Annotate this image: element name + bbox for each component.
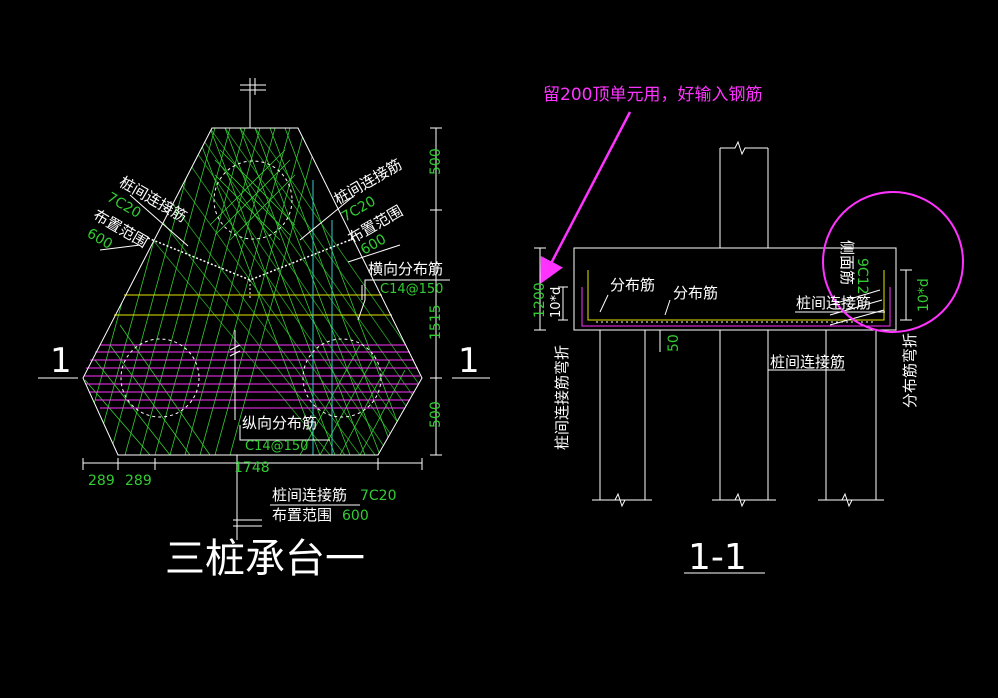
section-title: 1-1 (688, 537, 747, 578)
section-leaders (599, 289, 885, 371)
bottom-dimension-line (82, 458, 423, 470)
dim-right-top: 500 (428, 148, 444, 175)
section-mark-left: 1 (50, 341, 72, 381)
section-connection-bar (581, 287, 891, 327)
label-connect-bottom: 桩间连接筋 (272, 486, 347, 504)
dim-50: 50 (666, 334, 682, 352)
dim-bottom-a: 289 (88, 473, 115, 489)
longitudinal-distribution-bars (84, 344, 420, 409)
section-piles (592, 329, 884, 508)
section-distribution-bar (587, 270, 885, 321)
label-range-bottom-val: 600 (342, 508, 369, 524)
leader-lines (99, 194, 450, 506)
cyan-guide-lines (312, 180, 333, 455)
dim-10d-left: 10*d (549, 287, 564, 318)
center-mark-top (240, 78, 266, 128)
label-connect-top: 桩间连接筋 (796, 294, 871, 312)
note-arrow (540, 111, 632, 284)
pile-bottom-right (302, 338, 382, 418)
label-range-bottom: 布置范围 (272, 506, 332, 524)
dim-right-mid: 1515 (428, 304, 444, 340)
label-distrib-1: 分布筋 (610, 276, 655, 294)
label-distrib-2: 分布筋 (673, 284, 718, 302)
transverse-distribution-bars (114, 294, 392, 316)
section-view (534, 111, 964, 574)
break-mark-center (229, 330, 241, 420)
section-dim-left (534, 247, 661, 352)
pile-cap-outline (82, 127, 423, 456)
pile-cap-plan (38, 78, 490, 540)
pile-bottom-left (120, 338, 200, 418)
right-dimension-line (430, 127, 442, 456)
label-connect-bottom-sec: 桩间连接筋 (770, 353, 845, 371)
label-transverse-bar: C14@150 (380, 282, 443, 297)
label-side-face: 侧面筋 (838, 240, 856, 285)
center-mark-bottom (233, 455, 262, 540)
label-longitudinal: 纵向分布筋 (242, 414, 317, 432)
dim-bottom-b: 289 (125, 473, 152, 489)
label-right-bend: 分布筋弯折 (901, 333, 919, 408)
highlight-circle (822, 191, 964, 333)
pile-top (213, 160, 293, 240)
column (719, 140, 769, 248)
label-longitudinal-bar: C14@150 (245, 439, 308, 454)
connection-bar-boundary (147, 237, 356, 281)
label-transverse: 横向分布筋 (368, 260, 443, 278)
dim-10d-right: 10*d (916, 278, 932, 312)
section-note: 留200顶单元用，好输入钢筋 (543, 85, 762, 105)
label-side-bar: 9C12 (854, 258, 870, 295)
dim-bottom-total: 1748 (234, 460, 270, 476)
section-mark-right: 1 (458, 341, 480, 381)
label-left-bend: 桩间连接筋弯折 (553, 345, 571, 450)
plan-title: 三桩承台一 (165, 536, 365, 582)
label-connect-bottom-bar: 7C20 (360, 488, 397, 504)
dim-right-bot: 500 (428, 401, 444, 428)
dim-1200: 1200 (532, 282, 548, 318)
section-dim-right (900, 269, 912, 321)
